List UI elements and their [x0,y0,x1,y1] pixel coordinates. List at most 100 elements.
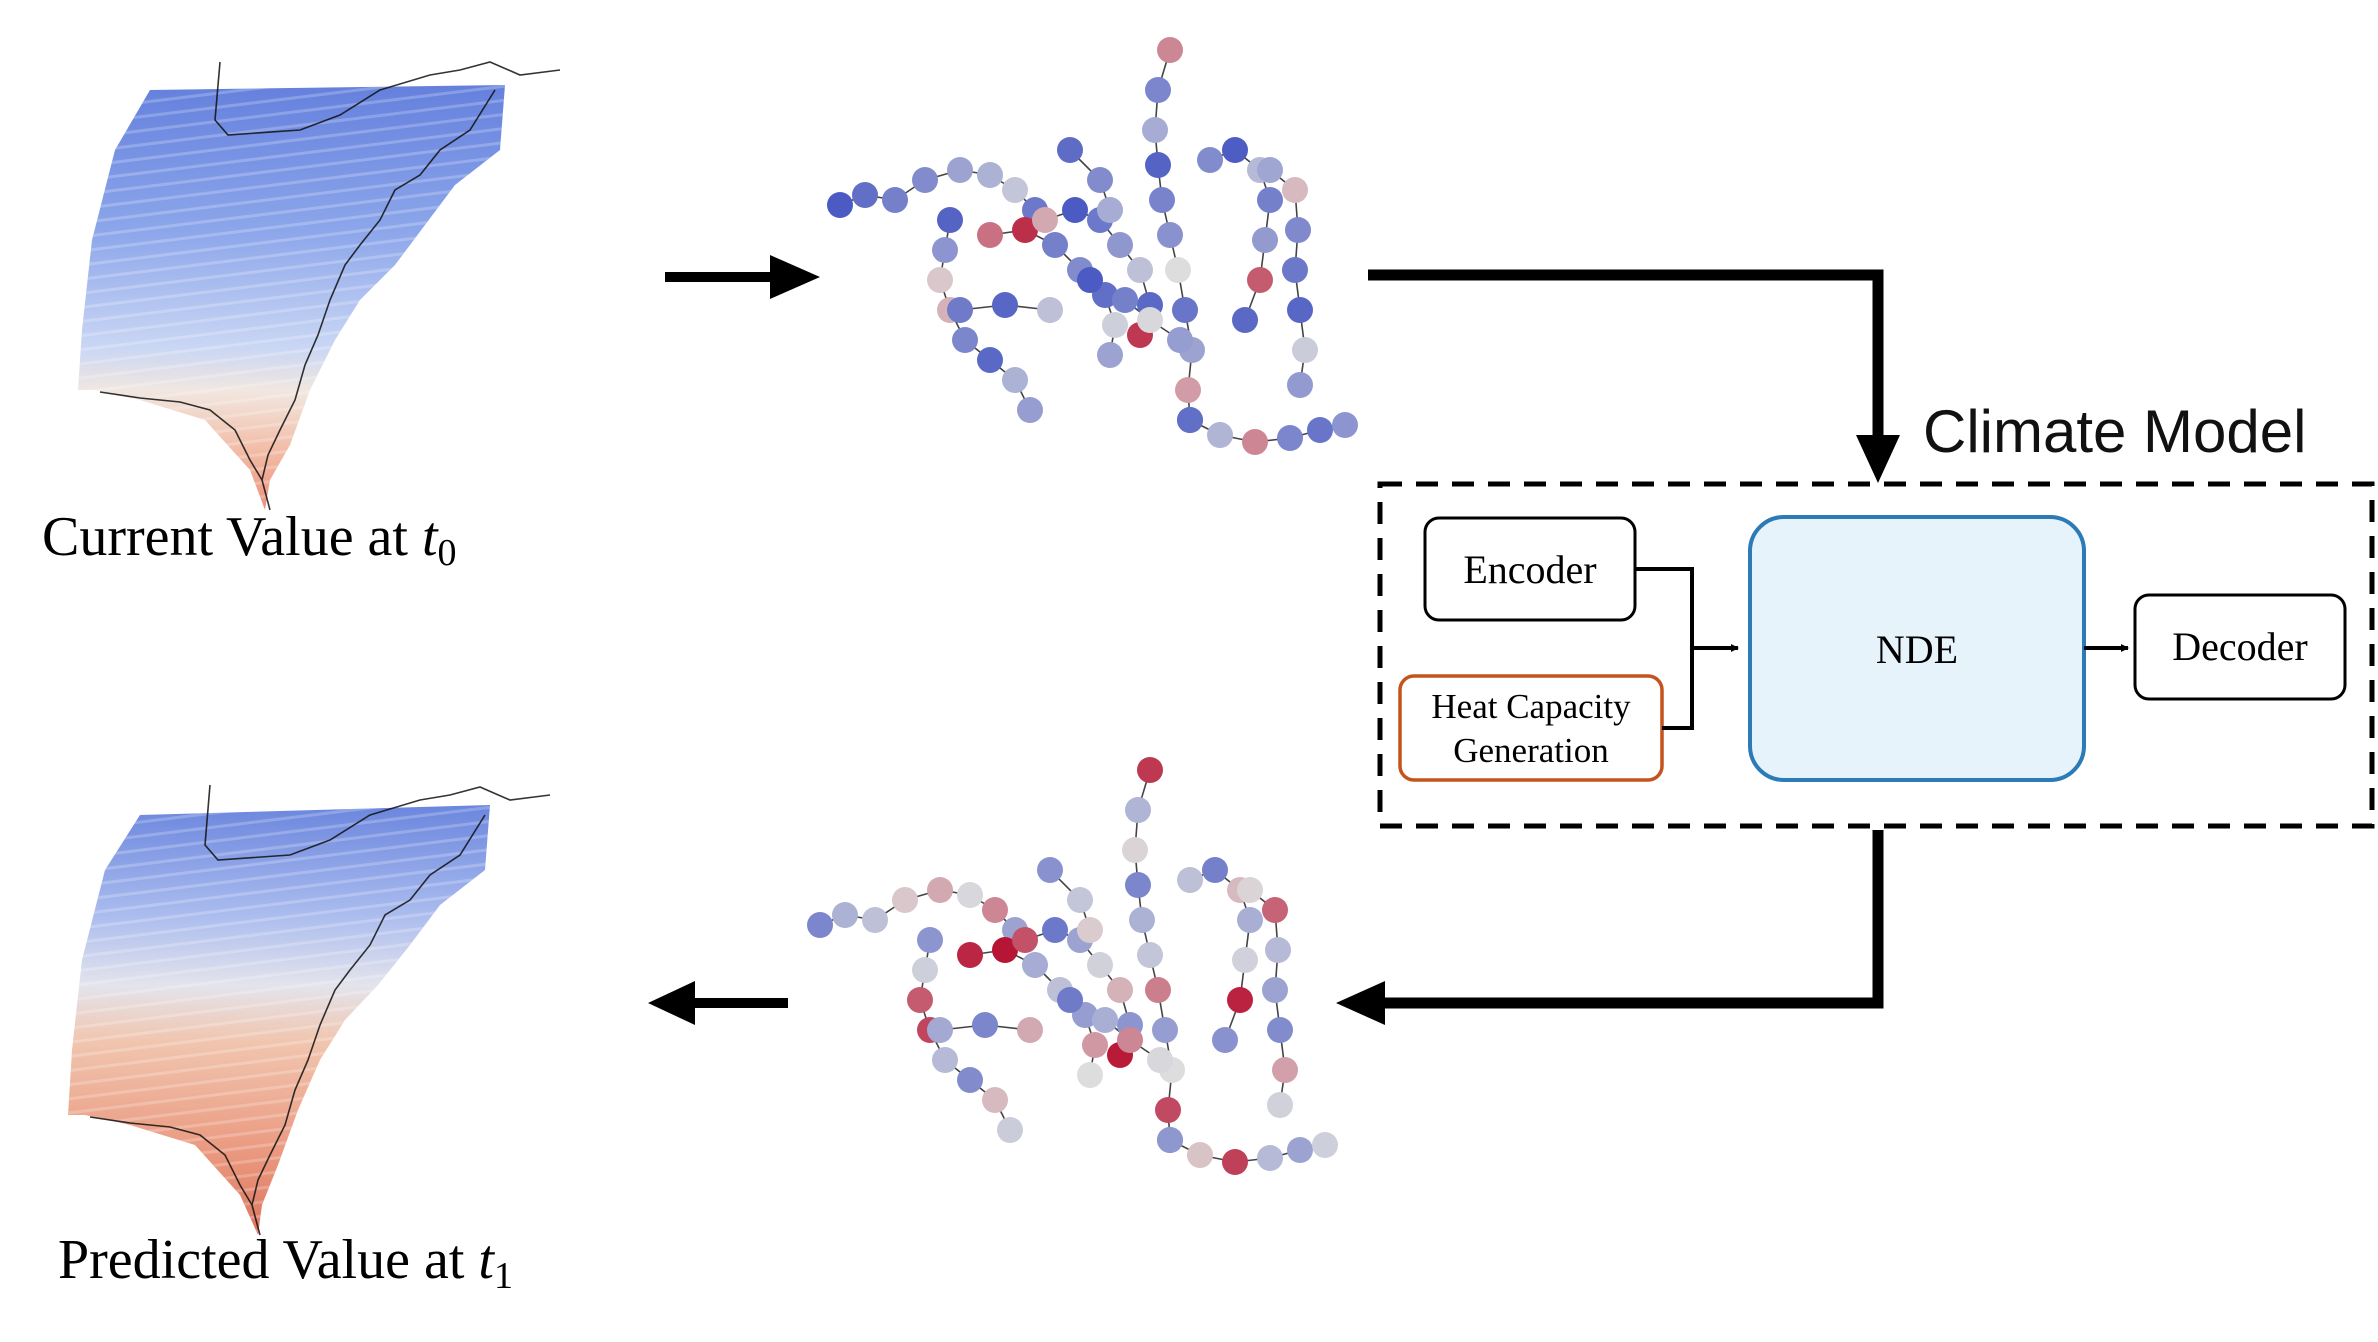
graph-node [1267,1092,1293,1118]
graph-node [1112,287,1138,313]
graph-node [982,897,1008,923]
graph-node [957,1067,983,1093]
graph-node [992,292,1018,318]
graph-node [912,167,938,193]
graph-node [1287,297,1313,323]
graph-node [1137,307,1163,333]
graph-node [1057,137,1083,163]
encoder-label: Encoder [1463,547,1596,592]
graph-node [1077,267,1103,293]
graph-node [927,1017,953,1043]
graph-node [932,1047,958,1073]
graph-node [1207,422,1233,448]
graph-node [997,1117,1023,1143]
graph-node [1242,429,1268,455]
graph-node [1157,222,1183,248]
graph-node [1042,917,1068,943]
nde-label: NDE [1876,627,1958,672]
graph-node [1002,367,1028,393]
graph-node [952,327,978,353]
graph-node [1155,1097,1181,1123]
graph-node [947,157,973,183]
graph-node [907,987,933,1013]
graph-node [1267,1017,1293,1043]
graph-node [1227,987,1253,1013]
graph-node [992,937,1018,963]
map-current [78,61,561,511]
graph-node [1237,907,1263,933]
graph-node [927,267,953,293]
graph-node [982,1087,1008,1113]
decoder-box [2133,593,2347,701]
graph-node [1137,757,1163,783]
graph-node [1002,177,1028,203]
graph-node [1012,927,1038,953]
label-predicted-value: Predicted Value at t1 [58,1229,513,1297]
climate-model-title: Climate Model [1923,398,2306,465]
arrow-graph-to-model [1368,269,1900,483]
graph-node [1177,867,1203,893]
graph-node [932,237,958,263]
graph-node [1222,1149,1248,1175]
coastline-t1 [89,784,551,1236]
map-predicted [68,784,551,1236]
graph-node [1282,257,1308,283]
graph-node [1102,312,1128,338]
graph-node [1077,1062,1103,1088]
graph-node [1172,297,1198,323]
graph-node [917,927,943,953]
graph-node [1222,137,1248,163]
graph-node [977,222,1003,248]
graph-node [1097,342,1123,368]
graph-node [1107,977,1133,1003]
graph-node [1129,907,1155,933]
graph-node [1037,857,1063,883]
heat-capacity-label-1: Heat Capacity [1431,687,1631,726]
graph-node [1262,977,1288,1003]
model-connectors [1635,567,2129,730]
graph-node [1147,1047,1173,1073]
graph-node [1107,232,1133,258]
graph-node [1117,1027,1143,1053]
arrow-model-to-graph [1336,830,1884,1025]
graph-node [1017,1017,1043,1043]
graph-node [1087,167,1113,193]
graph-node [1232,947,1258,973]
graph-node [1247,267,1273,293]
graph-node [852,182,878,208]
graph-node [927,877,953,903]
graph-node [912,957,938,983]
graph-node [1092,1007,1118,1033]
graph-node [1145,152,1171,178]
graph-node [1277,425,1303,451]
graph-node [862,907,888,933]
graph-node [1262,897,1288,923]
graph-node [1202,857,1228,883]
graph-node [1057,987,1083,1013]
graph-node [1122,837,1148,863]
graph-node [972,1012,998,1038]
graph-node [1157,37,1183,63]
graph-node [1037,297,1063,323]
graph-node [1167,327,1193,353]
graph-node [807,912,833,938]
graph-node [1287,372,1313,398]
graph-node [1257,187,1283,213]
graph-node [1187,1142,1213,1168]
graph-predicted [807,757,1338,1175]
graph-node [1082,1032,1108,1058]
graph-node [1287,1137,1313,1163]
graph-node [1272,1057,1298,1083]
graph-node [892,887,918,913]
graph-node [832,902,858,928]
climate-model-frame [1377,481,2375,829]
graph-node [1292,337,1318,363]
graph-node [1062,197,1088,223]
graph-node [1257,1145,1283,1171]
graph-node [1142,117,1168,143]
graph-node [1145,77,1171,103]
graph-node [1087,952,1113,978]
graph-node [1097,197,1123,223]
graph-node [1125,797,1151,823]
graph-node [1165,257,1191,283]
